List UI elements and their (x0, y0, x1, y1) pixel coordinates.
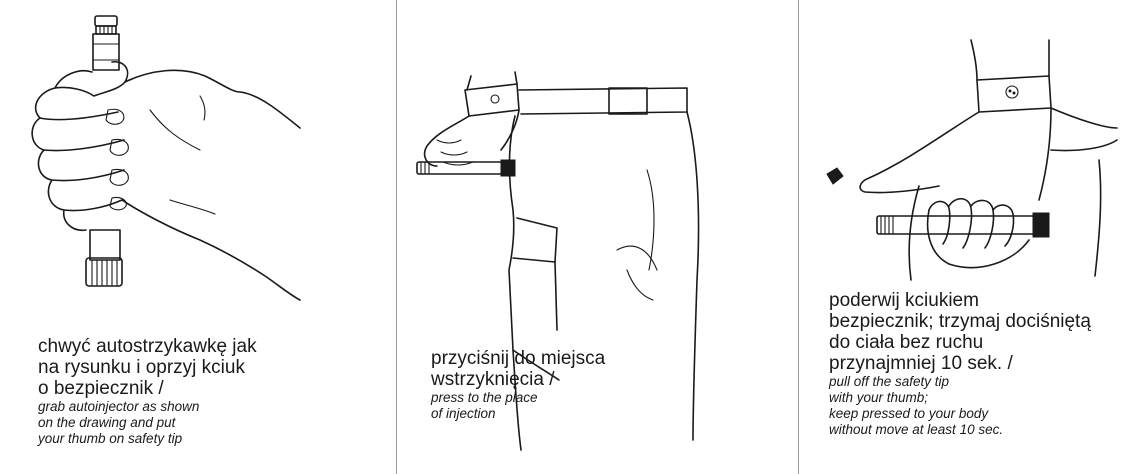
step-2-polish-line: wstrzyknięcia / (431, 369, 605, 390)
step-1-polish-line: na rysunku i oprzyj kciuk (38, 357, 257, 378)
step-2-panel: przyciśnij do miejsca wstrzyknięcia / pr… (397, 0, 798, 474)
step-1-english-line: your thumb on safety tip (38, 431, 257, 447)
step-1-polish-line: chwyć autostrzykawkę jak (38, 336, 257, 357)
step-3-panel: poderwij kciukiem bezpiecznik; trzymaj d… (799, 0, 1126, 474)
step-3-english-line: keep pressed to your body (829, 406, 1091, 422)
step-3-caption: poderwij kciukiem bezpiecznik; trzymaj d… (829, 290, 1091, 438)
step-2-english-line: of injection (431, 406, 605, 422)
step-3-english-line: with your thumb; (829, 390, 1091, 406)
step-1-english-line: grab autoinjector as shown (38, 399, 257, 415)
step-1-caption: chwyć autostrzykawkę jak na rysunku i op… (38, 336, 257, 447)
step-3-polish-line: bezpiecznik; trzymaj dociśniętą (829, 311, 1091, 332)
step-2-polish-line: przyciśnij do miejsca (431, 348, 605, 369)
step-3-polish-line: poderwij kciukiem (829, 290, 1091, 311)
step-2-english-line: press to the place (431, 390, 605, 406)
step-1-polish-line: o bezpiecznik / (38, 378, 257, 399)
step-1-english-line: on the drawing and put (38, 415, 257, 431)
step-3-english-line: pull off the safety tip (829, 374, 1091, 390)
step-3-polish-line: do ciała bez ruchu (829, 332, 1091, 353)
step-2-caption: przyciśnij do miejsca wstrzyknięcia / pr… (431, 348, 605, 422)
step-3-english-line: without move at least 10 sec. (829, 422, 1091, 438)
step-3-polish-line: przynajmniej 10 sek. / (829, 353, 1091, 374)
step-1-panel: chwyć autostrzykawkę jak na rysunku i op… (0, 0, 396, 474)
